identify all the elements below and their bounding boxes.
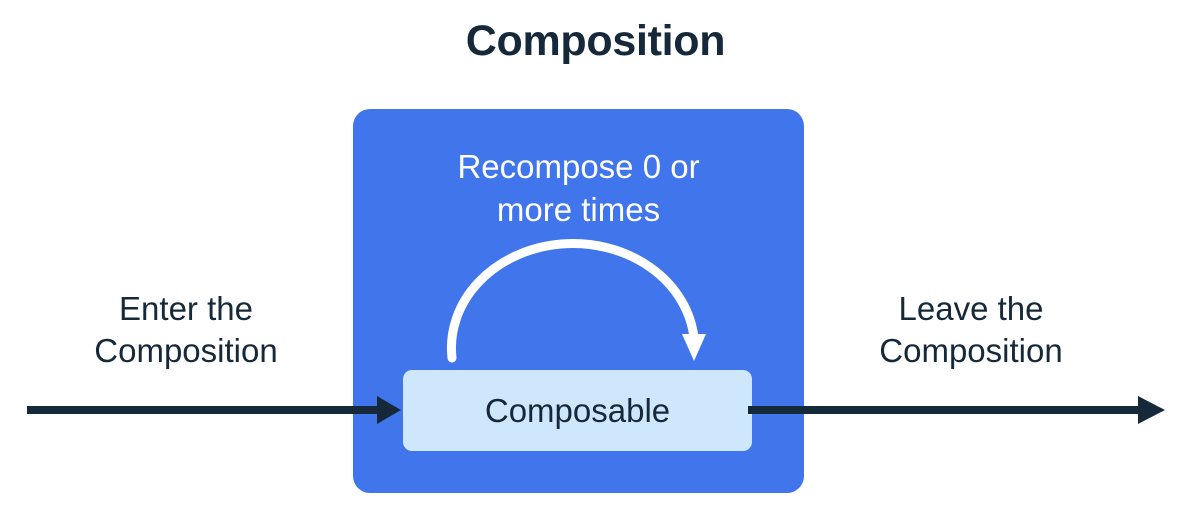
leave-composition-label: Leave the Composition — [815, 288, 1127, 372]
leave-composition-label-line1: Leave the — [898, 290, 1044, 327]
composable-label: Composable — [484, 392, 671, 429]
page-title: Composition — [465, 17, 726, 65]
leave-arrowhead-icon — [1138, 396, 1165, 424]
enter-composition-label: Enter the Composition — [30, 288, 342, 372]
recompose-caption-line2: more times — [496, 190, 661, 228]
leave-composition-label-line2: Composition — [879, 332, 1063, 370]
recompose-caption: Recompose 0 or more times — [363, 146, 794, 232]
recompose-caption-line1: Recompose 0 or — [457, 148, 700, 185]
enter-composition-label-line1: Enter the — [119, 290, 253, 327]
composable-box: Composable — [403, 370, 752, 451]
enter-composition-label-line2: Composition — [94, 332, 278, 370]
